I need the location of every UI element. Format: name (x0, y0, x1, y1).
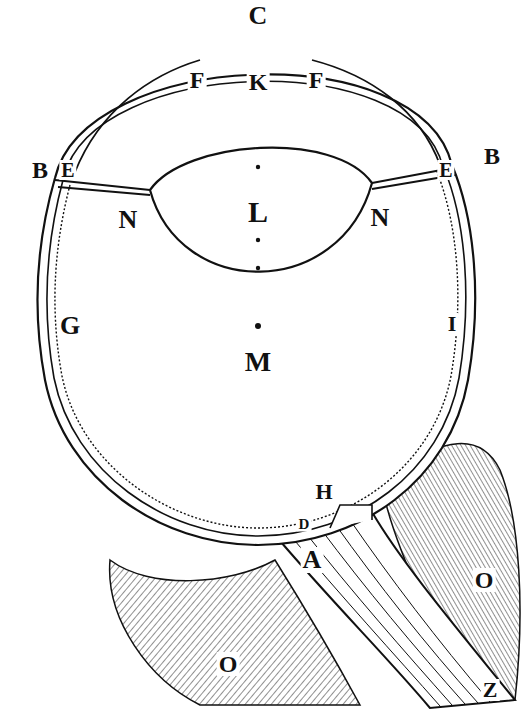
part-letter: N (117, 207, 140, 233)
part-letter: O (473, 568, 496, 592)
part-letter: A (301, 547, 324, 573)
part-letter: F (188, 68, 207, 92)
part-letter: F (307, 68, 326, 92)
part-letter: L (246, 197, 270, 227)
part-letter: D (297, 517, 312, 532)
part-letter: B (30, 158, 50, 182)
part-letter: I (446, 313, 459, 335)
part-letter: O (217, 652, 240, 676)
part-letter: G (58, 313, 82, 339)
part-letter: K (247, 70, 270, 94)
part-letter: E (59, 160, 76, 180)
part-letter: N (369, 205, 392, 231)
part-letter: E (437, 160, 454, 180)
part-letter: H (313, 481, 334, 503)
part-letter: Z (481, 679, 500, 701)
part-letter: M (243, 348, 273, 376)
part-letter: B (482, 144, 502, 168)
part-letter: C (247, 3, 270, 29)
